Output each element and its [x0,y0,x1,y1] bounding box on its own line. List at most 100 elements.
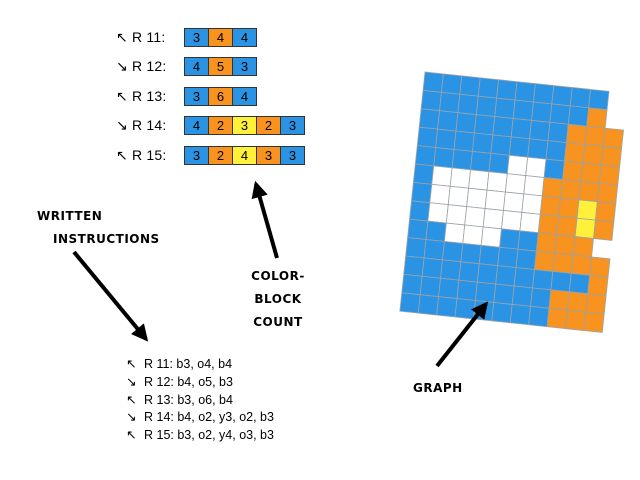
row-label: ↖ R 13: [116,87,167,104]
row-label: ↖ R 11: [116,28,166,45]
graph-cell [417,294,440,316]
graph-cell [508,136,531,158]
graph-cell [554,234,576,256]
arrow-graph [435,301,489,368]
graph-cell [532,269,554,291]
graph-cell [476,263,499,285]
graph-cell [588,88,610,111]
graph-cell [533,83,555,105]
graph-cell [441,73,463,95]
graph-cell [514,81,536,103]
graph-cell [433,147,455,169]
graph-cell [409,200,431,222]
instruction-text: R 13: b3, o6, b4 [144,392,233,407]
graph-cell [477,77,500,99]
instruction-line: ↘ R 12: b4, o5, b3 [126,374,274,392]
graph-cell [423,239,445,261]
graph-cell [422,71,444,93]
graph-cell [486,171,508,193]
graph-cell [585,293,607,315]
graph-cell [529,119,551,142]
graph-cell [492,116,514,138]
graph-cell [468,169,490,191]
color-block-cell: 4 [208,27,233,47]
graph-cell [451,149,473,171]
graph-cell [583,311,605,333]
written-instructions: ↖R 11: b3, o4, b4↘R 12: b4, o5, b3↖R 13:… [126,356,274,445]
graph-cell [565,309,587,331]
graph-cell [580,162,602,184]
graph-cell [421,257,443,279]
direction-arrow-icon: ↘ [126,374,137,389]
graph-cell [589,256,611,278]
graph-cell [596,182,619,205]
graph-cell [539,195,562,217]
graph-cell [447,185,470,208]
graph-cell [497,246,519,269]
graph-cell [517,230,539,252]
graph-cell [503,191,525,213]
knitting-chart-graph [399,71,624,333]
graph-cell [420,89,442,112]
graph-cell [541,177,563,199]
graph-cell [510,118,532,140]
graph-cell [511,285,533,307]
graph-cell [490,134,512,156]
graph-cell [494,97,516,119]
graph-cell [429,183,451,206]
instruction-line: ↘ R 14: b4, o2, y3, o2, b3 [126,409,274,427]
color-block-cell: 4 [232,86,257,106]
direction-arrow-icon: ↖ [126,392,137,407]
instruction-text: R 12: b4, o5, b3 [144,374,233,389]
graph-cell [440,259,462,281]
graph-cell [401,273,423,296]
graph-cell [458,261,480,283]
graph-cell [445,204,468,226]
graph-cell [535,232,558,254]
graph-cell [598,164,621,186]
direction-arrow-icon: ↘ [126,410,137,425]
graph-label: GRAPH [413,381,463,395]
direction-arrow-icon: ↖ [126,357,137,371]
graph-cell [574,217,596,239]
graph-cell [548,289,570,311]
graph-cell [491,302,513,324]
graph-cell [550,271,572,293]
color-block-cell: 3 [280,116,305,135]
graph-cell [460,242,482,265]
graph-cell [578,180,600,203]
graph-cell [431,165,453,187]
graph-cell [572,236,594,258]
written-instructions-label: WRITTEN INSTRUCTIONS [37,205,160,251]
graph-cell [455,112,477,134]
graph-cell [569,87,592,109]
graph-cell [521,193,543,215]
graph-cell [545,140,567,162]
graph-cell [549,103,571,125]
row-label: ↖ R 15: [116,146,167,163]
graph-cell [474,281,497,303]
graph-cell [593,219,615,241]
graph-cell [512,99,534,121]
graph-cell [496,79,518,101]
graph-cell [488,152,510,175]
graph-cell [552,252,574,274]
graph-cell [416,126,439,148]
graph-cell [456,279,478,301]
graph-cell [504,173,527,195]
graph-cell [495,265,517,287]
graph-cell [437,110,459,132]
instruction-text: R 14: b4, o2, y3, o2, b3 [144,410,274,425]
arrow-written-instructions [72,250,149,342]
graph-cell [587,274,609,297]
instruction-line: ↖R 15: b3, o2, y4, o3, b3 [126,427,274,445]
color-block-cell: 3 [232,57,257,76]
graph-cell [586,107,608,129]
graph-cell [567,105,590,127]
color-block-cell: 3 [280,145,305,165]
graph-cell [435,128,457,150]
row-label: ↘ R 12: [116,58,167,74]
